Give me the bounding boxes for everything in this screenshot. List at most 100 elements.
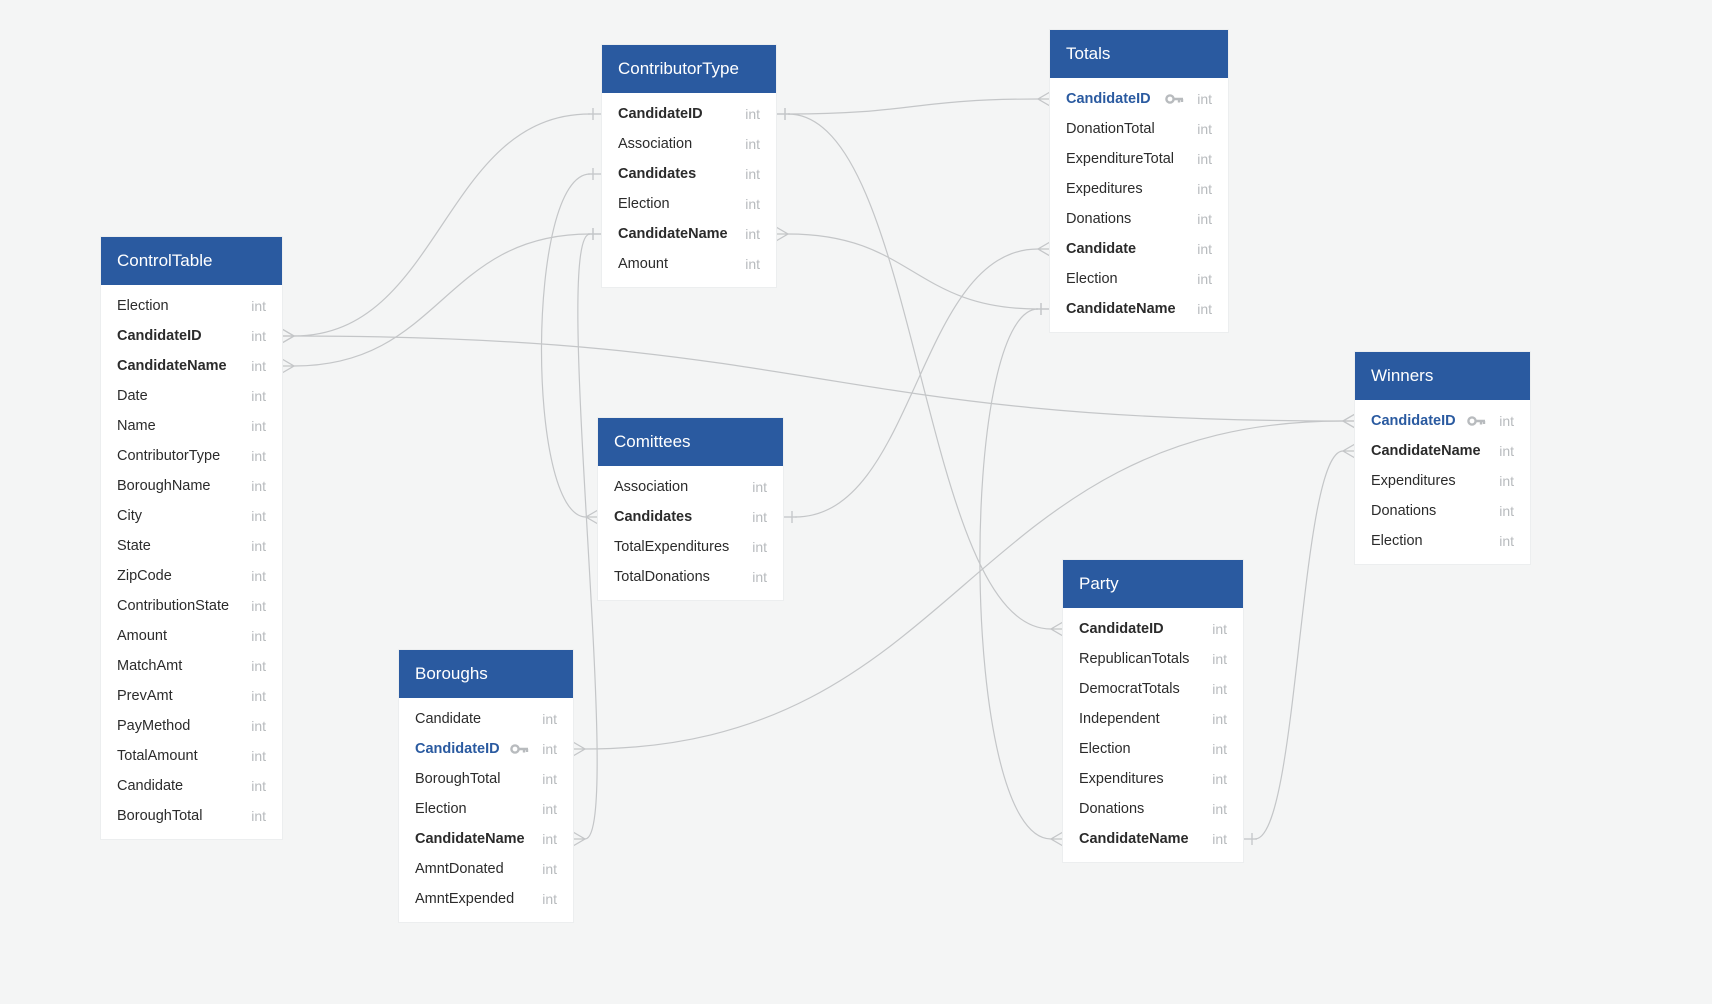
- field-name: CandidateID: [415, 741, 500, 757]
- field-type: int: [745, 196, 760, 212]
- field-name: Election: [415, 801, 467, 817]
- table-header[interactable]: Comittees: [598, 418, 783, 466]
- field-row[interactable]: TotalExpenditures int: [598, 532, 783, 562]
- field-name: Expenditures: [1079, 771, 1164, 787]
- field-type: int: [542, 801, 557, 817]
- relationship-line: [577, 233, 598, 840]
- field-name: Donations: [1371, 503, 1437, 519]
- key-icon: [510, 744, 529, 754]
- field-type: int: [745, 226, 760, 242]
- field-name: TotalAmount: [117, 748, 198, 764]
- field-row[interactable]: Election int: [399, 794, 573, 824]
- field-name: RepublicanTotals: [1079, 651, 1190, 667]
- field-type: int: [752, 509, 767, 525]
- field-name: DemocratTotals: [1079, 681, 1180, 697]
- field-name: CandidateName: [117, 358, 227, 374]
- field-name: ExpenditureTotal: [1066, 151, 1175, 167]
- field-name: Expeditures: [1066, 181, 1143, 197]
- field-name: BoroughName: [117, 478, 211, 494]
- table-header[interactable]: Winners: [1355, 352, 1530, 400]
- field-name: CandidateName: [415, 831, 525, 847]
- field-type: int: [752, 539, 767, 555]
- field-name: ContributorType: [117, 448, 221, 464]
- field-name: TotalExpenditures: [614, 539, 730, 555]
- field-type: int: [1499, 533, 1514, 549]
- field-type: int: [251, 718, 266, 734]
- table-header[interactable]: Totals: [1050, 30, 1228, 78]
- field-name: CandidateName: [1066, 301, 1176, 317]
- table-header[interactable]: Party: [1063, 560, 1243, 608]
- table-header[interactable]: ContributorType: [602, 45, 776, 93]
- table-header[interactable]: Boroughs: [399, 650, 573, 698]
- table-header[interactable]: ControlTable: [101, 237, 282, 285]
- field-name: MatchAmt: [117, 658, 183, 674]
- field-type: int: [251, 808, 266, 824]
